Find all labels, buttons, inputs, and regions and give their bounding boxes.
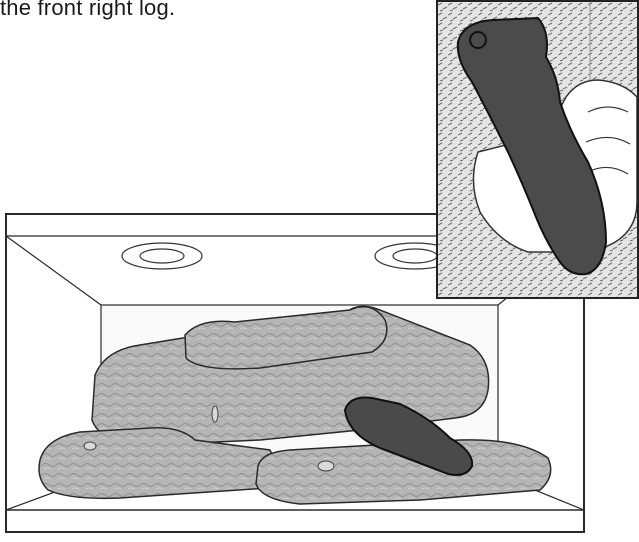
inset-image-frame (436, 0, 639, 299)
hand-holding-log-illustration (438, 2, 637, 297)
